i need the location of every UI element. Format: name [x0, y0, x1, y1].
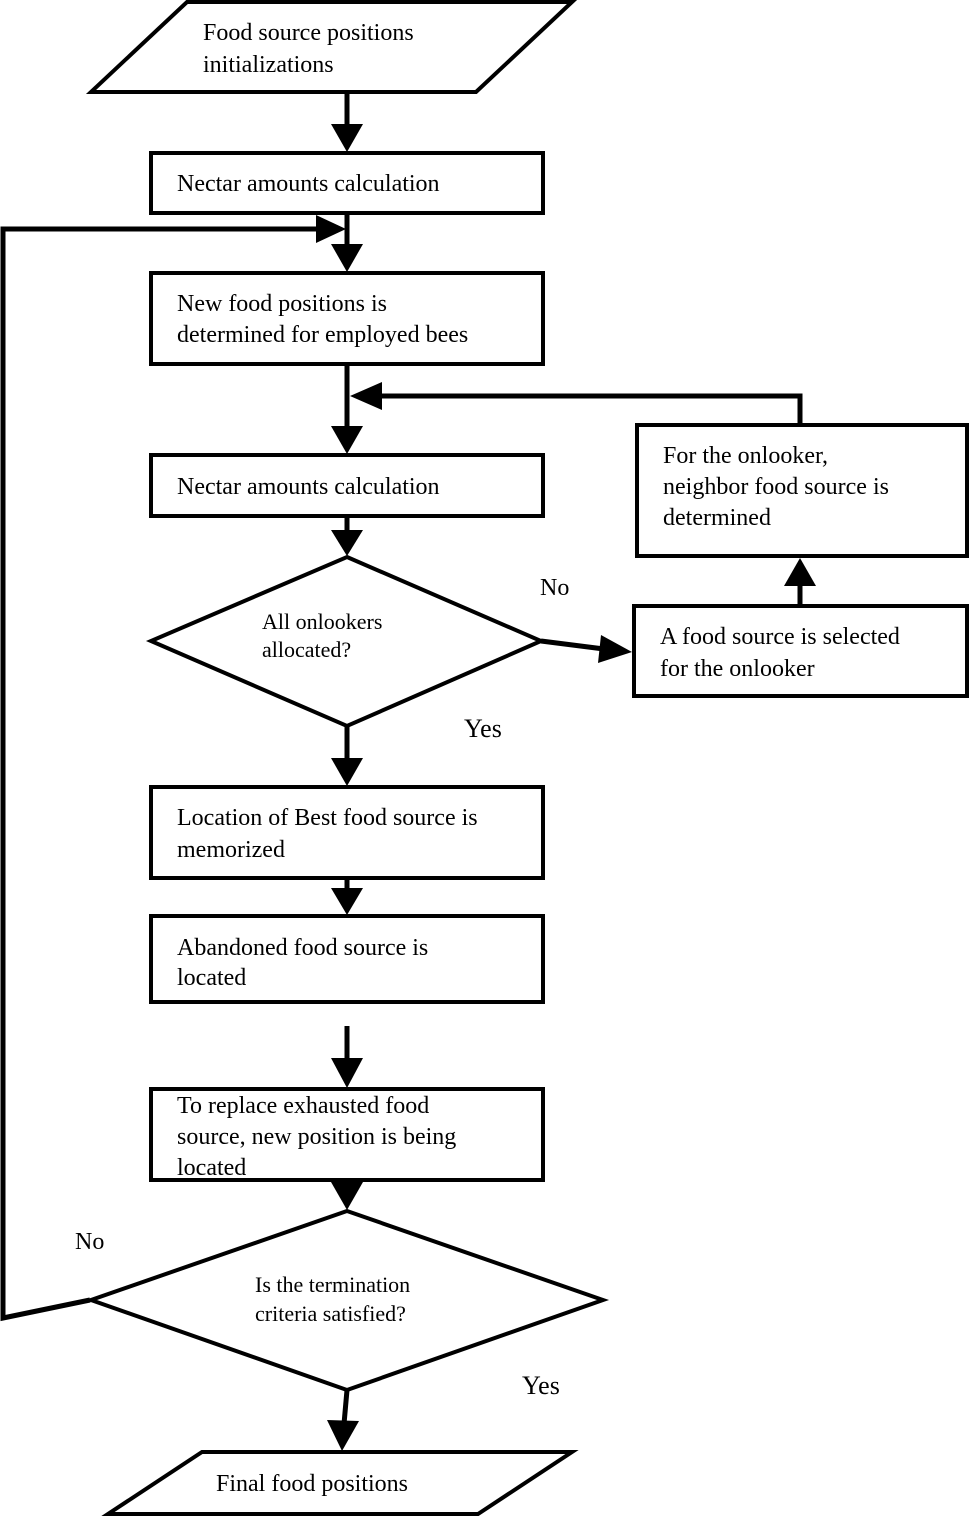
replace-label-line2: source, new position is being: [177, 1124, 456, 1150]
select-source-node: A food source is selected for the onlook…: [632, 604, 969, 698]
onlookers-decision-label-line1: All onlookers: [262, 609, 382, 634]
arrow-head-down-icon: [327, 1420, 359, 1451]
start-node: Food source positions initializations: [85, 0, 578, 94]
nectar-calc-1-box: [149, 151, 545, 215]
start-label-line2: initializations: [203, 52, 334, 78]
abandoned-label-line2: located: [177, 965, 246, 991]
select-source-label-line2: for the onlooker: [660, 656, 815, 682]
replace-box: [149, 1087, 545, 1182]
memorize-best-label-line1: Location of Best food source is: [177, 805, 478, 831]
employed-bees-label-line1: New food positions is: [177, 291, 387, 317]
connector-decision-to-select: [540, 638, 605, 652]
connector-termination-to-end: [341, 1389, 350, 1425]
memorize-best-node: Location of Best food source is memorize…: [149, 785, 545, 880]
arrow-head-down-icon: [331, 1182, 363, 1210]
employed-bees-node: New food positions is determined for emp…: [149, 271, 545, 366]
start-label-line1: Food source positions: [203, 20, 414, 46]
arrow-head-down-icon: [331, 888, 363, 915]
employed-bees-label-line2: determined for employed bees: [177, 322, 468, 348]
end-parallelogram: [101, 1450, 579, 1516]
connector-termination-no-loop: [0, 226, 318, 1322]
termination-decision-label-line2: criteria satisfied?: [255, 1301, 406, 1326]
memorize-best-label-line2: memorized: [177, 837, 285, 863]
termination-yes-label: Yes: [522, 1371, 560, 1400]
connectors: [0, 92, 803, 1425]
abandoned-node: Abandoned food source is located: [149, 914, 545, 1004]
onlookers-no-label: No: [540, 575, 569, 601]
arrow-head-down-icon: [331, 124, 363, 152]
employed-bees-box: [149, 271, 545, 366]
nectar-calc-2-box: [149, 453, 545, 518]
termination-no-label: No: [75, 1229, 104, 1255]
neighbor-source-label-line3: determined: [663, 505, 771, 531]
termination-decision-node: Is the termination criteria satisfied?: [84, 1208, 610, 1393]
nectar-calc-2-label: Nectar amounts calculation: [177, 474, 440, 500]
neighbor-source-label-line2: neighbor food source is: [663, 474, 889, 500]
abandoned-box: [149, 914, 545, 1004]
arrow-head-down-icon: [331, 758, 363, 786]
arrow-heads: [316, 124, 816, 1451]
replace-label-line3: located: [177, 1155, 246, 1181]
onlookers-yes-label: Yes: [464, 714, 502, 743]
arrow-head-right-icon: [316, 215, 346, 243]
nectar-calc-1-node: Nectar amounts calculation: [149, 151, 545, 215]
arrow-head-down-icon: [331, 530, 363, 556]
neighbor-source-node: For the onlooker, neighbor food source i…: [635, 423, 969, 558]
nectar-calc-2-node: Nectar amounts calculation: [149, 453, 545, 518]
end-node: Final food positions: [101, 1450, 579, 1516]
arrow-head-right-icon: [598, 635, 632, 663]
start-parallelogram: [85, 0, 578, 94]
select-source-box: [632, 604, 969, 698]
arrow-head-left-icon: [350, 382, 382, 410]
termination-decision-diamond: [84, 1208, 610, 1393]
onlookers-decision-diamond: [145, 554, 547, 729]
neighbor-source-label-line1: For the onlooker,: [663, 443, 828, 469]
arrow-head-down-icon: [331, 1058, 363, 1088]
connector-neighbor-loop-back: [380, 393, 803, 424]
abandoned-label-line1: Abandoned food source is: [177, 935, 428, 961]
onlookers-decision-label-line2: allocated?: [262, 637, 351, 662]
arrow-head-up-icon: [784, 558, 816, 586]
arrow-head-down-icon: [331, 426, 363, 454]
neighbor-source-box: [635, 423, 969, 558]
replace-node: To replace exhausted food source, new po…: [149, 1087, 545, 1182]
termination-decision-label-line1: Is the termination: [255, 1272, 410, 1297]
end-label: Final food positions: [216, 1471, 408, 1497]
onlookers-decision-node: All onlookers allocated?: [145, 554, 547, 729]
select-source-label-line1: A food source is selected: [660, 624, 900, 650]
replace-label-line1: To replace exhausted food: [177, 1093, 429, 1119]
memorize-best-box: [149, 785, 545, 880]
nectar-calc-1-label: Nectar amounts calculation: [177, 171, 440, 197]
arrow-head-down-icon: [331, 244, 363, 272]
